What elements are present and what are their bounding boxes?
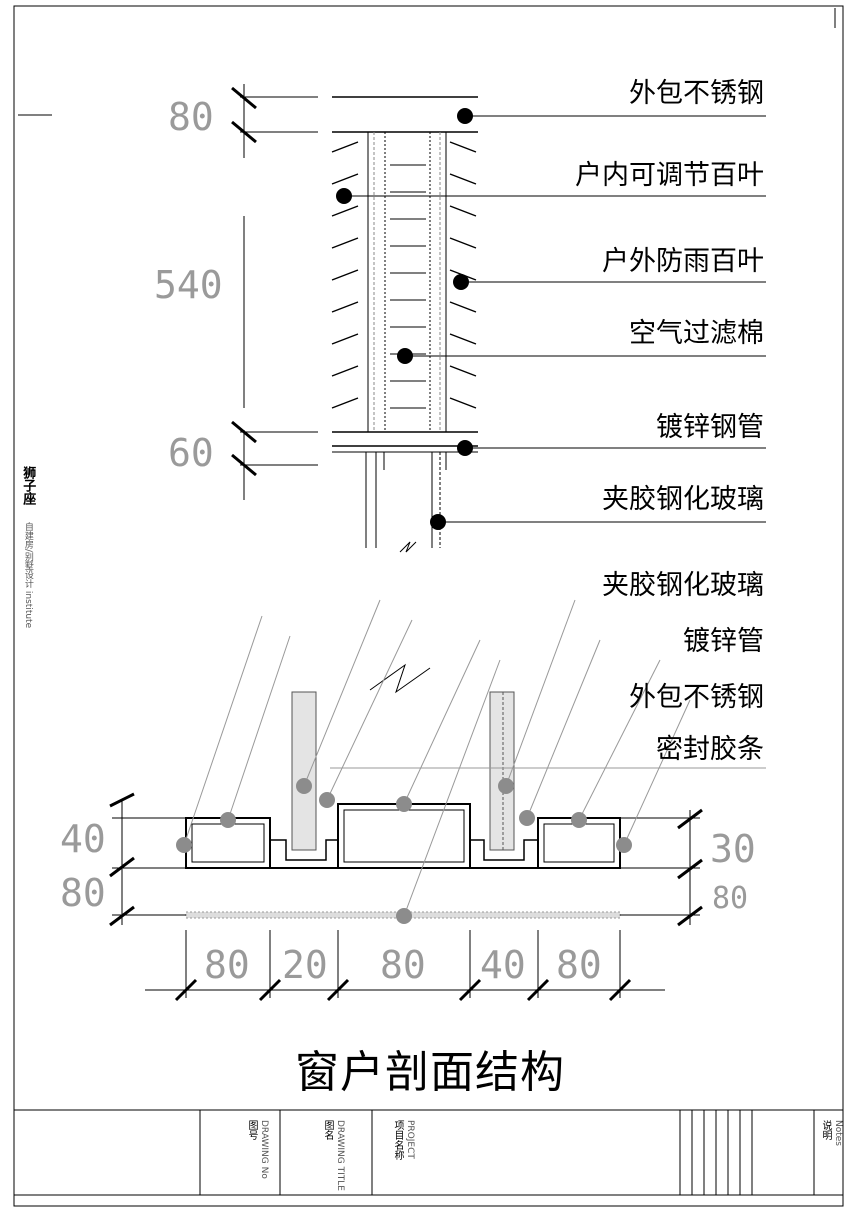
dim-540: 540	[154, 263, 223, 307]
title-block	[14, 1109, 843, 1196]
dim-bottom-40: 40	[480, 943, 526, 987]
brand-logo: 狮子座	[20, 466, 36, 505]
drawing-no-cn: 图号	[246, 1120, 257, 1140]
dim-bottom-80-a: 80	[204, 943, 250, 987]
dim-80-top: 80	[168, 95, 214, 139]
label-stainless-cladding: 外包不锈钢	[629, 682, 764, 713]
label-air-filter-cotton: 空气过滤棉	[629, 318, 764, 349]
dim-60: 60	[168, 431, 214, 475]
label-outdoor-rainproof-louver: 户外防雨百叶	[602, 246, 764, 277]
drawing-no-en: DRAWING No	[258, 1120, 269, 1179]
label-galvanized-steel-pipe: 镀锌钢管	[656, 412, 764, 443]
dim-40-left: 40	[60, 817, 106, 861]
label-laminated-tempered-glass-top: 夹胶钢化玻璃	[602, 484, 764, 515]
label-stainless-cladding-top: 外包不锈钢	[629, 78, 764, 109]
dim-30-right: 30	[710, 827, 756, 871]
label-galvanized-pipe: 镀锌管	[683, 626, 764, 657]
sheet-border	[13, 5, 844, 1207]
label-laminated-tempered-glass: 夹胶钢化玻璃	[602, 570, 764, 601]
dim-80-left: 80	[60, 871, 106, 915]
brand-subtitle: 自建房/别墅设计 institute	[22, 522, 33, 629]
page-title: 窗户剖面结构	[295, 1047, 565, 1098]
dim-80-right: 80	[712, 881, 749, 916]
project-cn: 项目名称	[392, 1120, 403, 1160]
notes-cn: 说明	[820, 1120, 831, 1140]
upper-section	[231, 84, 766, 553]
dim-bottom-80-c: 80	[556, 943, 602, 987]
lower-section	[109, 599, 766, 1002]
dim-bottom-20: 20	[282, 943, 328, 987]
project-en: PROJECT	[404, 1120, 415, 1159]
dim-bottom-80-b: 80	[380, 943, 426, 987]
label-sealing-strip: 密封胶条	[656, 734, 764, 765]
drawing-title-cn: 图名	[322, 1120, 333, 1140]
notes-en: Notes	[832, 1120, 843, 1146]
label-indoor-adjustable-louver: 户内可调节百叶	[575, 160, 764, 191]
drawing-title-en: DRAWING TITLE	[334, 1120, 345, 1191]
